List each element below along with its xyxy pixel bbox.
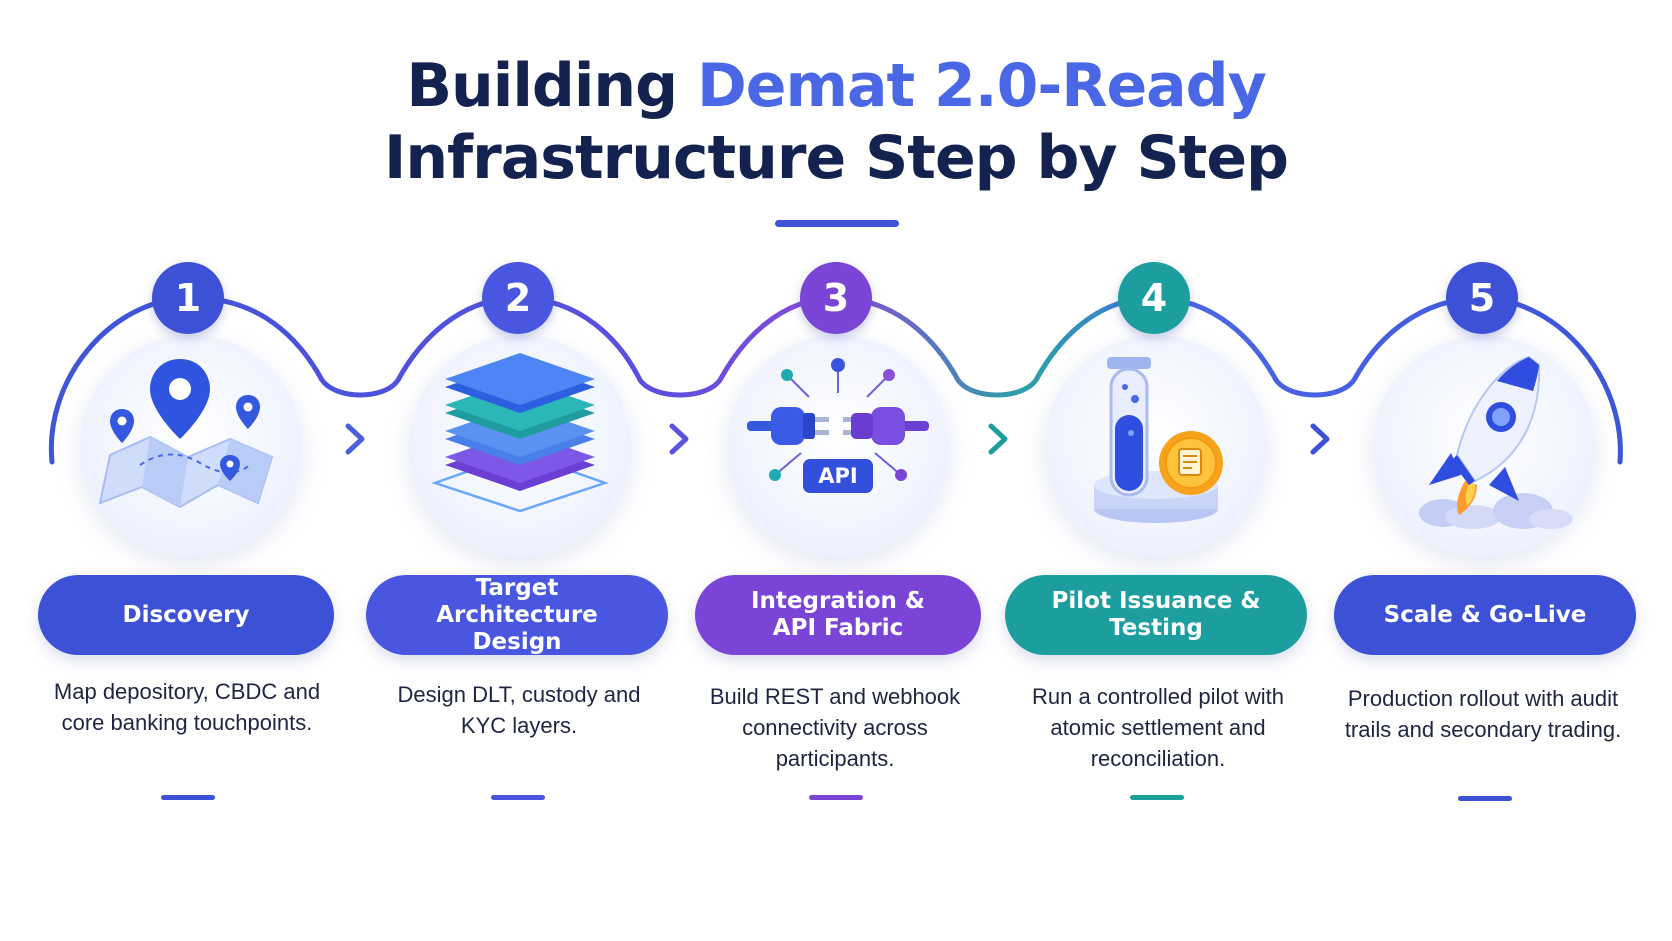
- step-5-label-pill: Scale & Go-Live: [1334, 575, 1636, 655]
- chevron-right-icon: [667, 422, 691, 456]
- chevron-right-icon: [343, 422, 367, 456]
- step-1-number: 1: [152, 262, 224, 334]
- step-4-divider: [1130, 795, 1184, 800]
- step-4-label: Pilot Issuance & Testing: [1051, 588, 1261, 641]
- step-4-icon-circle: [1045, 335, 1267, 557]
- step-1-label: Discovery: [122, 601, 250, 628]
- plug-connector-icon: API: [747, 358, 929, 493]
- step-3-label-pill: Integration & API Fabric: [695, 575, 981, 655]
- step-5-number: 5: [1446, 262, 1518, 334]
- step-4-description: Run a controlled pilot with atomic settl…: [1032, 684, 1284, 771]
- step-5-icon-circle: [1373, 335, 1595, 557]
- step-1-divider: [161, 795, 215, 800]
- map-pin-icon: [98, 359, 274, 509]
- page-title-line-2: Infrastructure Step by Step: [384, 123, 1289, 193]
- step-5-label: Scale & Go-Live: [1383, 601, 1587, 628]
- step-4-number: 4: [1118, 262, 1190, 334]
- api-badge: API: [818, 464, 857, 488]
- step-3-label: Integration & API Fabric: [751, 588, 925, 641]
- chevron-right-icon: [1308, 422, 1332, 456]
- step-1-label-pill: Discovery: [38, 575, 334, 655]
- layers-icon: [431, 353, 609, 513]
- step-3-icon-circle: API: [727, 335, 949, 557]
- title-plain: Building: [406, 51, 697, 121]
- test-tube-icon: [1094, 357, 1223, 523]
- step-2-number: 2: [482, 262, 554, 334]
- step-2-divider: [491, 795, 545, 800]
- title-underline: [775, 220, 899, 227]
- step-1-icon-circle: [80, 335, 302, 557]
- rocket-icon: [1419, 355, 1573, 529]
- step-3-number: 3: [800, 262, 872, 334]
- step-5-description: Production rollout with audit trails and…: [1344, 686, 1622, 742]
- step-2-description: Design DLT, custody and KYC layers.: [397, 682, 641, 738]
- step-2-label-pill: Target Architecture Design: [366, 575, 668, 655]
- chevron-right-icon: [986, 422, 1010, 456]
- title-accent: Demat 2.0-Ready: [696, 51, 1267, 121]
- step-2-icon-circle: [409, 335, 631, 557]
- step-1-description: Map depository, CBDC and core banking to…: [53, 679, 321, 735]
- step-3-description: Build REST and webhook connectivity acro…: [709, 684, 961, 771]
- page-title-line-1: Building Demat 2.0-Ready: [0, 50, 1672, 122]
- step-2-label: Target Architecture Design: [436, 574, 598, 655]
- step-3-divider: [809, 795, 863, 800]
- step-4-label-pill: Pilot Issuance & Testing: [1005, 575, 1307, 655]
- step-5-divider: [1458, 796, 1512, 801]
